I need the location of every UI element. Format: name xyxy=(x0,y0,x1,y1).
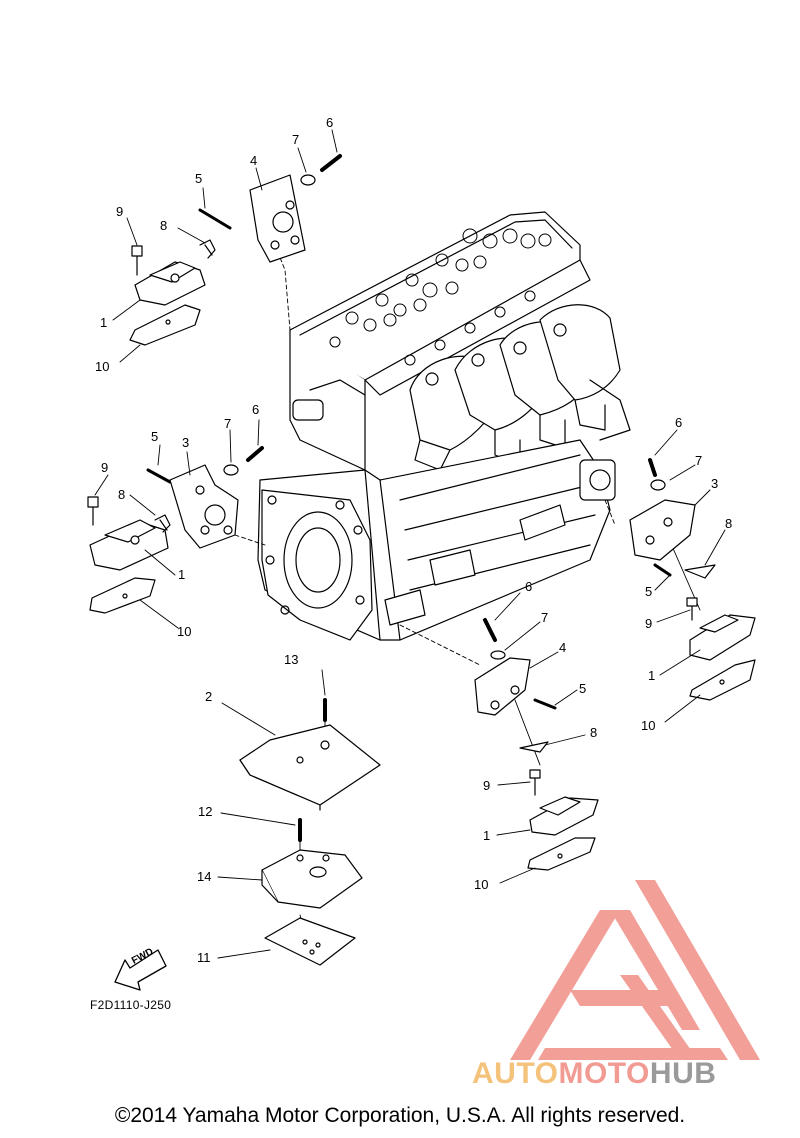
copyright-notice: ©2014 Yamaha Motor Corporation, U.S.A. A… xyxy=(114,1104,686,1127)
watermark-part-moto: MOTO xyxy=(558,1057,650,1090)
label-9-right: 9 xyxy=(645,616,653,631)
label-1-left: 1 xyxy=(178,567,186,582)
shim-8-a xyxy=(199,239,216,259)
label-8-top-left: 8 xyxy=(160,218,168,233)
label-9-center: 9 xyxy=(483,778,491,793)
damper-14 xyxy=(261,849,363,909)
label-10-top-left: 10 xyxy=(95,359,110,374)
label-10-center: 10 xyxy=(474,877,489,892)
label-4-top-left: 4 xyxy=(250,153,258,168)
label-9-left: 9 xyxy=(101,460,109,475)
label-9-top-left: 9 xyxy=(116,204,124,219)
label-13: 13 xyxy=(284,652,299,667)
label-5-top-left: 5 xyxy=(195,171,203,186)
label-10-right: 10 xyxy=(641,718,656,733)
watermark-part-auto: AUTO xyxy=(472,1057,559,1090)
label-2: 2 xyxy=(205,689,213,704)
bolt-5-a xyxy=(198,208,232,230)
washer-7-a xyxy=(300,174,316,186)
bottom-parts xyxy=(239,698,381,966)
label-1-right: 1 xyxy=(648,668,656,683)
label-7-center: 7 xyxy=(541,610,549,625)
label-3-left: 3 xyxy=(182,435,190,450)
label-6-top-left: 6 xyxy=(326,115,334,130)
engine-mount-1-a xyxy=(134,261,206,306)
label-7-left: 7 xyxy=(224,416,232,431)
automotohub-watermark-text: AUTOMOTOHUB xyxy=(472,1057,716,1091)
label-3-right: 3 xyxy=(711,476,719,491)
mount-group-top-left xyxy=(129,154,342,346)
fwd-arrow-icon xyxy=(114,949,167,991)
label-8-left: 8 xyxy=(118,487,126,502)
label-5-left: 5 xyxy=(151,429,159,444)
label-11: 11 xyxy=(197,950,211,965)
label-6-right: 6 xyxy=(675,415,683,430)
label-10-left: 10 xyxy=(177,624,192,639)
label-7-right: 7 xyxy=(695,453,703,468)
label-4-center: 4 xyxy=(559,640,567,655)
label-5-center: 5 xyxy=(579,681,587,696)
automotohub-logo-icon xyxy=(510,880,760,1060)
engine-block xyxy=(257,211,631,641)
label-6-left: 6 xyxy=(252,402,260,417)
mount-group-center xyxy=(474,618,599,871)
mount-group-left xyxy=(87,446,264,614)
label-leaders xyxy=(94,129,726,959)
mount-group-right xyxy=(629,458,756,701)
bolt-6-a xyxy=(320,154,342,172)
label-8-center: 8 xyxy=(590,725,598,740)
label-7-top-left: 7 xyxy=(292,132,300,147)
label-5-right: 5 xyxy=(645,584,653,599)
rubber-block-2 xyxy=(239,724,381,811)
bracket-4-a xyxy=(249,174,306,263)
label-1-center: 1 xyxy=(483,828,491,843)
label-6-center: 6 xyxy=(525,579,533,594)
label-14: 14 xyxy=(197,869,212,884)
plate-11 xyxy=(264,917,356,966)
label-1-top-left: 1 xyxy=(100,315,108,330)
bolt-9-a xyxy=(131,245,143,276)
gasket-10-a xyxy=(129,304,201,346)
label-12: 12 xyxy=(198,804,213,819)
label-8-right: 8 xyxy=(725,516,733,531)
diagram-part-code: F2D1110-J250 xyxy=(90,998,172,1012)
watermark-part-hub: HUB xyxy=(649,1057,717,1090)
